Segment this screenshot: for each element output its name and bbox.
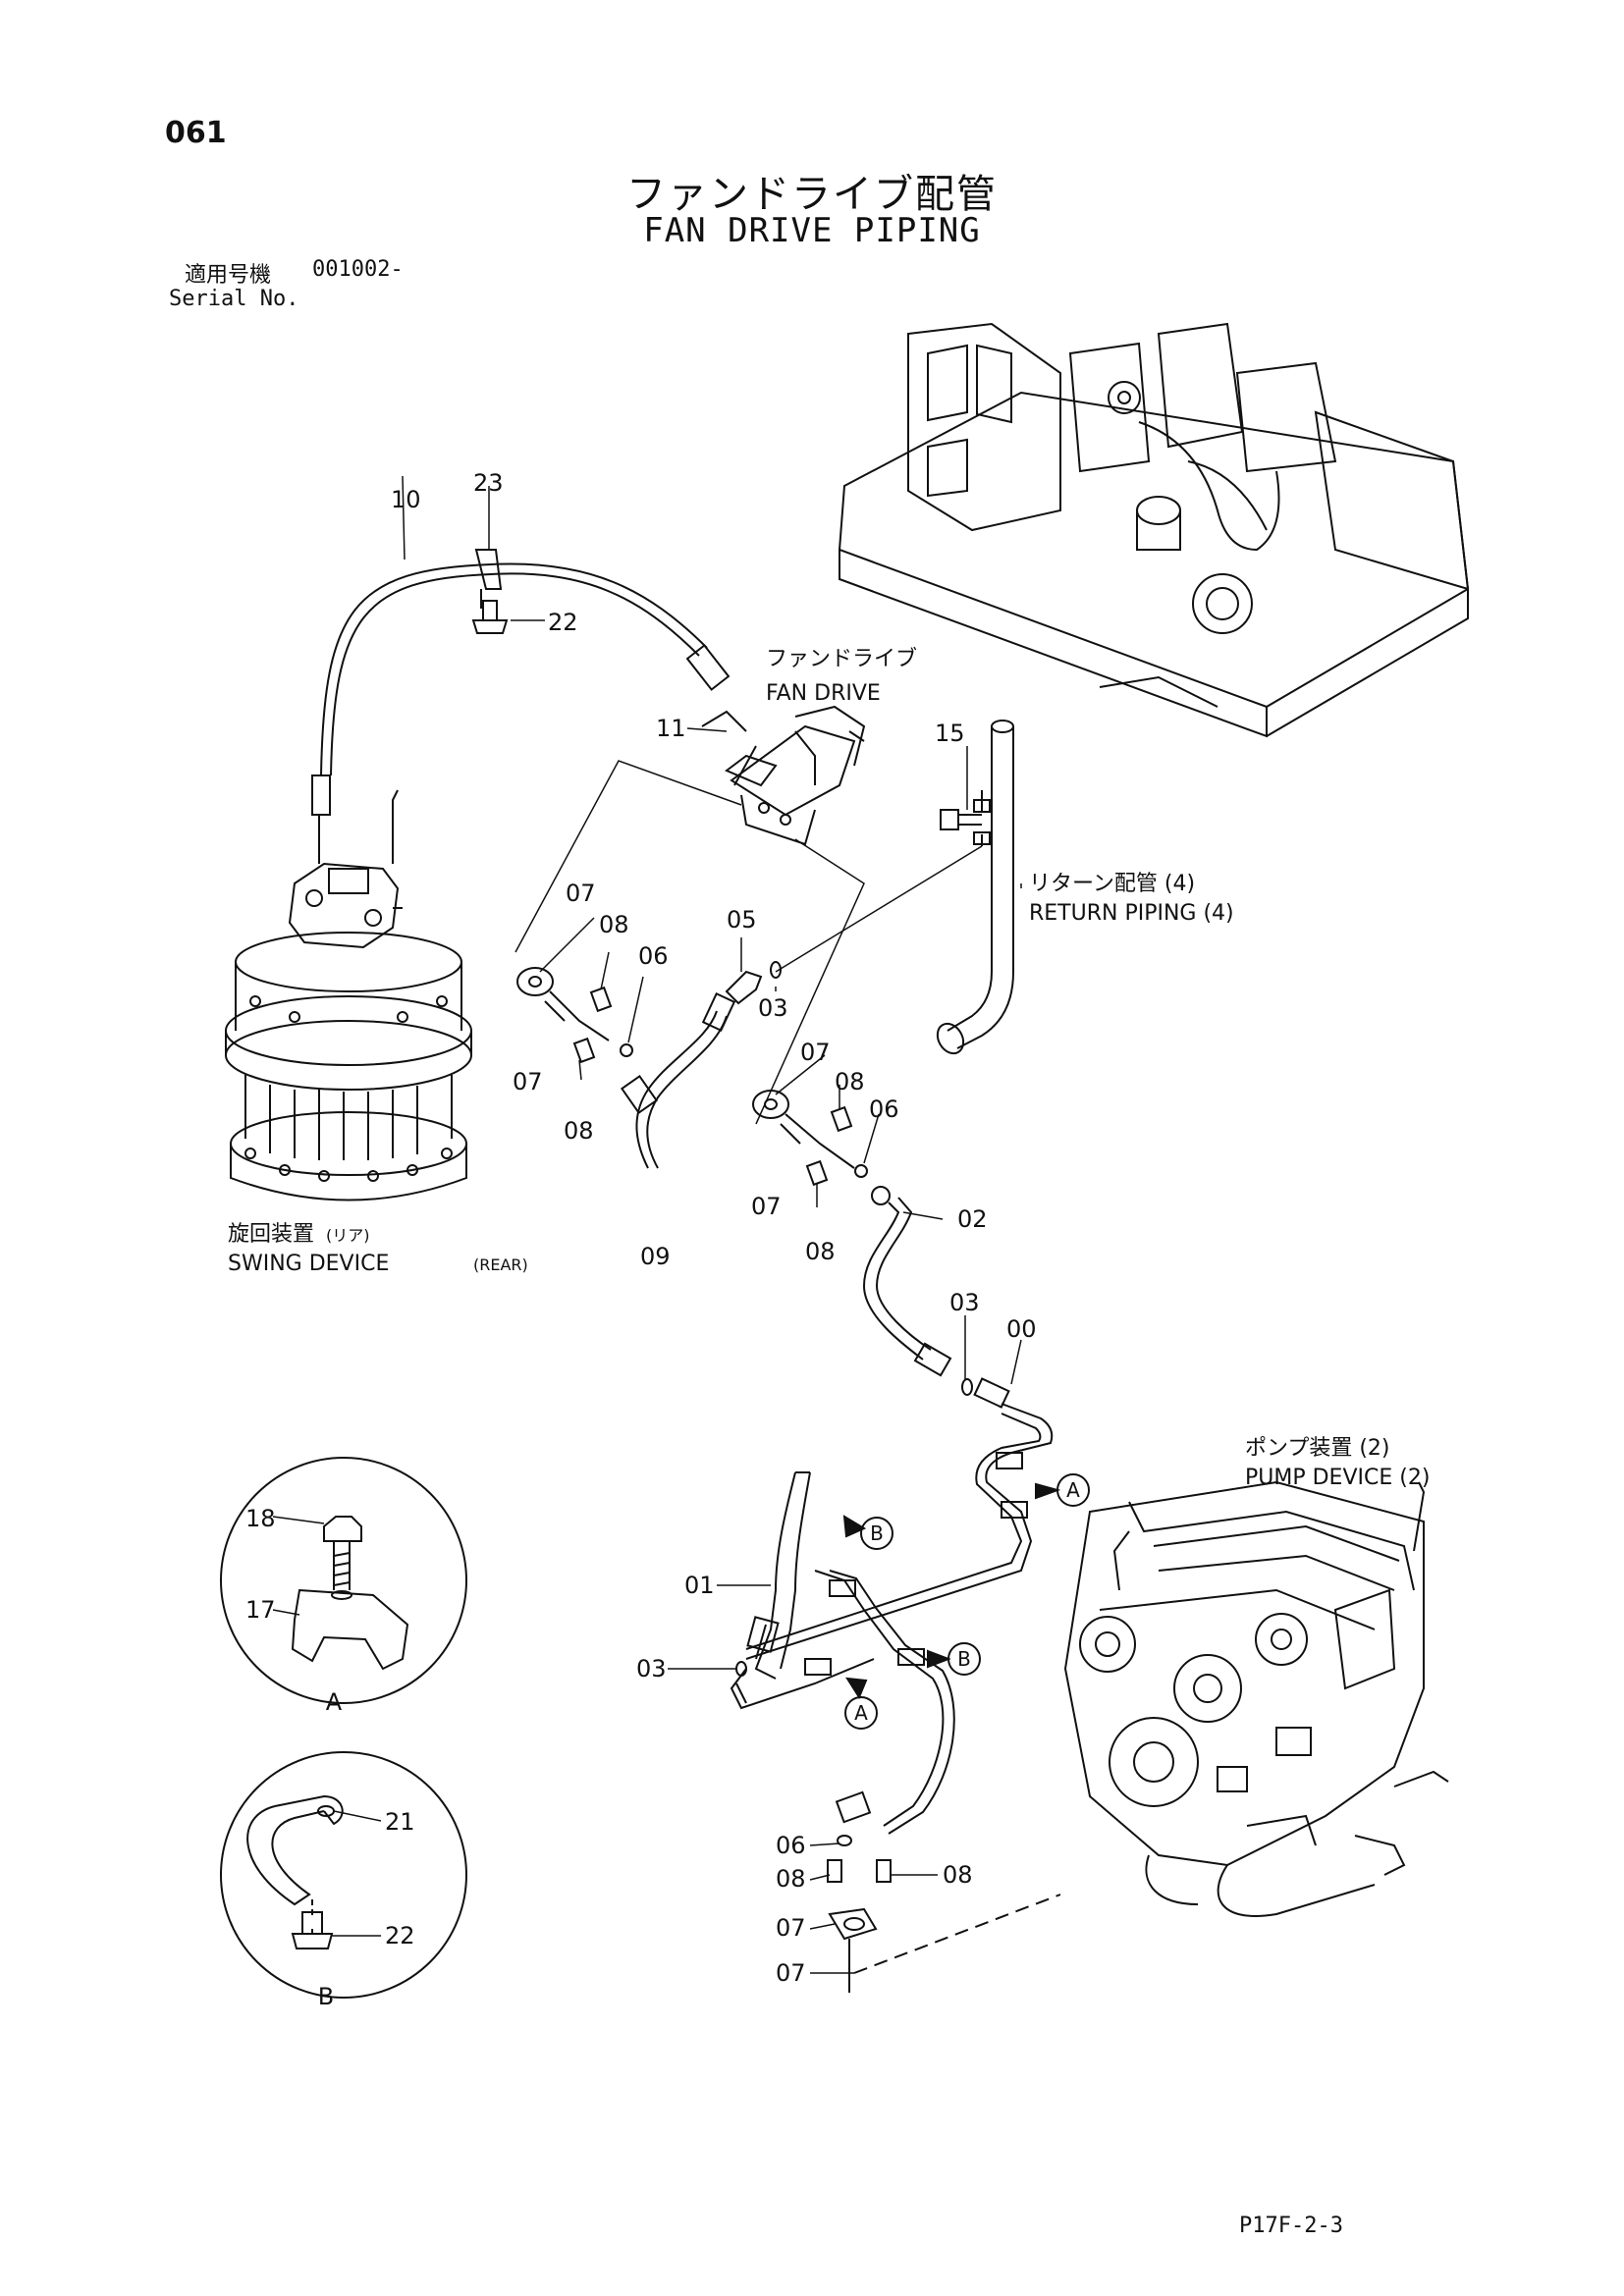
return-connection-line [775,845,983,973]
o-ring-06-lower [837,1835,852,1846]
ref-letter-a-2: A [854,1701,868,1725]
detail-a-drawing [220,1457,467,1704]
part-22-detail: 22 [385,1922,415,1949]
part-21: 21 [385,1808,415,1836]
part-05: 05 [727,906,757,934]
pump-device-drawing [1063,1480,1449,1917]
detail-ref-b-1 [842,1515,893,1550]
part-03-b: 03 [949,1289,980,1316]
part-11: 11 [656,715,686,742]
detail-ref-b-2 [927,1642,981,1676]
bolt-15 [940,809,982,830]
detail-ref-a-1 [1035,1473,1090,1507]
part-06-a: 06 [638,942,669,970]
flange-group-upper-left [516,967,633,1064]
pipe-00 [745,1377,1054,1660]
pump-device-label-en: PUMP DEVICE (2) [1245,1466,1430,1490]
pipe-02 [862,1186,952,1377]
flange-group-lower [827,1859,1061,1993]
part-08-b: 08 [564,1117,594,1145]
bolt-22-top [471,600,509,634]
part-01: 01 [684,1572,715,1599]
part-07-e: 07 [776,1914,806,1942]
o-ring-03-a [770,961,782,979]
return-piping-label-en: RETURN PIPING (4) [1029,901,1234,926]
detail-ref-a-2 [844,1677,878,1730]
part-03-c: 03 [636,1655,667,1682]
pipe-01 [730,1471,955,1835]
title-japanese: ファンドライブ配管 [626,172,998,217]
part-22-top: 22 [548,609,578,636]
return-piping-drawing [936,720,1014,1055]
swing-device-label-en: SWING DEVICE [228,1252,389,1276]
detail-b-drawing [220,1751,467,1999]
serial-label-jp: 適用号機 [185,263,272,288]
page-number: 061 [165,116,227,150]
part-08-f: 08 [943,1861,973,1889]
part-09: 09 [640,1243,671,1270]
part-23: 23 [473,469,504,497]
part-18: 18 [245,1505,276,1532]
part-08-c: 08 [835,1068,865,1095]
guide-lines-fan-drive [514,760,865,1125]
ref-letter-b-2: B [957,1647,971,1671]
part-10: 10 [391,486,421,513]
pump-device-label-jp: ポンプ装置 (2) [1245,1436,1390,1461]
part-07-f: 07 [776,1959,806,1987]
part-00: 00 [1006,1315,1037,1343]
return-piping-label-jp: リターン配管 (4) [1029,872,1195,896]
part-07-a: 07 [566,880,596,907]
part-07-c: 07 [800,1039,831,1066]
ref-letter-b-1: B [870,1522,884,1545]
part-08-d: 08 [805,1238,836,1265]
fan-drive-label-jp: ファンドライブ [766,647,917,671]
o-ring-03-b [961,1378,973,1396]
serial-value: 001002- [312,257,404,282]
swing-device-label-en-sub: (REAR) [473,1255,528,1274]
elbow-05 [725,970,763,1005]
leader-lines [402,475,1022,1974]
detail-b-label: B [318,1983,334,2010]
figure-code: P17F-2-3 [1239,2214,1343,2238]
hose-09 [620,991,736,1169]
detail-a-label: A [326,1688,343,1716]
machine-overview-drawing [838,322,1470,738]
fan-drive-drawing [701,705,866,846]
ref-letter-a-1: A [1066,1478,1080,1502]
swing-device-label-jp-sub: (リア) [326,1226,370,1245]
swing-device-drawing [225,774,472,1201]
part-06-c: 06 [869,1095,899,1123]
fan-drive-label-en: FAN DRIVE [766,681,881,706]
part-15: 15 [935,720,965,747]
part-07-b: 07 [513,1068,543,1095]
serial-label-en: Serial No. [169,287,299,311]
part-02: 02 [957,1205,988,1233]
part-06-e: 06 [776,1832,806,1859]
flange-group-middle [752,1090,868,1187]
part-08-e: 08 [776,1865,806,1893]
hose-10 [320,549,731,776]
part-callouts: 10 23 22 11 15 07 08 06 07 08 05 03 09 0… [245,469,1037,1987]
swing-device-label-jp: 旋回装置 [228,1222,314,1247]
title-english: FAN DRIVE PIPING [643,211,981,250]
part-17: 17 [245,1596,276,1624]
part-07-d: 07 [751,1193,782,1220]
part-03-a: 03 [758,994,788,1022]
part-08-a: 08 [599,911,629,938]
